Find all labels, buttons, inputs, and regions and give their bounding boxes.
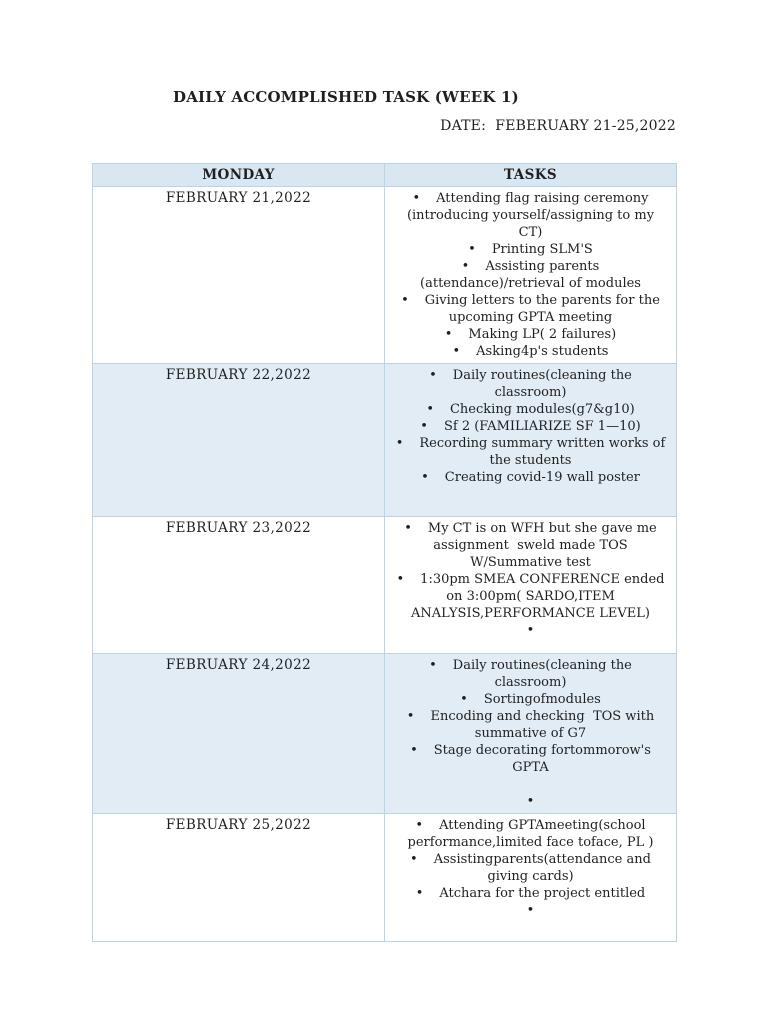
bullet-icon: • bbox=[421, 470, 429, 485]
day-cell: FEBRUARY 23,2022 bbox=[92, 516, 385, 654]
bullet-icon: • bbox=[526, 623, 535, 638]
bullet-icon: • bbox=[412, 191, 421, 206]
task-text: Giving letters to the parents for the up… bbox=[424, 293, 665, 325]
task-text: Attending flag raising ceremony (introdu… bbox=[406, 191, 659, 240]
bullet-icon: • bbox=[426, 402, 434, 417]
task-item: • Daily routines(cleaning the classroom) bbox=[395, 367, 666, 401]
task-item: •Assisting parents (attendance)/retrieva… bbox=[395, 258, 666, 292]
task-text: Attending GPTAmeeting(school performance… bbox=[407, 818, 654, 850]
task-item: • Encoding and checking TOS with summativ… bbox=[395, 708, 666, 742]
task-item: • Stage decorating fortommorow's GPTA bbox=[395, 742, 666, 776]
task-text: Encoding and checking TOS with summative… bbox=[430, 709, 659, 741]
task-text: Checking modules(g7&g10) bbox=[449, 402, 635, 417]
table-row: FEBRUARY 25,2022•Attending GPTAmeeting(s… bbox=[92, 813, 677, 942]
task-text: Printing SLM'S bbox=[491, 242, 593, 257]
tasks-cell: •Attending GPTAmeeting(school performanc… bbox=[384, 813, 677, 942]
bullet-icon: • bbox=[410, 743, 418, 758]
column-header-monday: MONDAY bbox=[92, 163, 385, 187]
bullet-icon: • bbox=[429, 368, 437, 383]
bullet-icon: • bbox=[401, 293, 409, 308]
task-item: •Attending flag raising ceremony (introd… bbox=[395, 190, 666, 241]
task-item: • Daily routines(cleaning the classroom) bbox=[395, 657, 666, 691]
task-item: •Recording summary written works of the … bbox=[395, 435, 666, 469]
task-text: Recording summary written works of the s… bbox=[419, 436, 670, 468]
task-item: • Printing SLM'S bbox=[395, 241, 666, 258]
task-text: My CT is on WFH but she gave me assignme… bbox=[427, 521, 661, 570]
task-item: • My CT is on WFH but she gave me assignm… bbox=[395, 520, 666, 571]
header-row: MONDAY TASKS bbox=[92, 163, 677, 187]
column-header-tasks: TASKS bbox=[384, 163, 677, 187]
bullet-icon: • bbox=[526, 903, 535, 918]
day-cell: FEBRUARY 22,2022 bbox=[92, 363, 385, 517]
task-text: Sf 2 (FAMILIARIZE SF 1—10) bbox=[443, 419, 641, 434]
task-item: • Making LP( 2 failures) bbox=[395, 326, 666, 343]
task-text: Sortingofmodules bbox=[483, 692, 601, 707]
task-text: 1:30pm SMEA CONFERENCE ended on 3:00pm( … bbox=[411, 572, 669, 621]
task-text: Making LP( 2 failures) bbox=[468, 327, 617, 342]
task-item bbox=[395, 776, 666, 793]
task-item: • Creating covid-19 wall poster bbox=[395, 469, 666, 486]
task-item: • bbox=[395, 902, 666, 919]
task-item: • bbox=[395, 622, 666, 639]
page-title: DAILY ACCOMPLISHED TASK (WEEK 1) bbox=[173, 88, 519, 106]
bullet-icon: • bbox=[404, 521, 412, 536]
task-text: Assistingparents(attendance and giving c… bbox=[433, 852, 656, 884]
task-item: • Sortingofmodules bbox=[395, 691, 666, 708]
table-row: FEBRUARY 21,2022•Attending flag raising … bbox=[92, 186, 677, 364]
bullet-icon: • bbox=[415, 886, 424, 901]
tasks-cell: • My CT is on WFH but she gave me assignm… bbox=[384, 516, 677, 654]
task-text: Creating covid-19 wall poster bbox=[444, 470, 640, 485]
tasks-table: MONDAY TASKS FEBRUARY 21,2022•Attending … bbox=[92, 163, 677, 942]
bullet-icon: • bbox=[468, 242, 476, 257]
bullet-icon: • bbox=[526, 794, 535, 809]
day-cell: FEBRUARY 21,2022 bbox=[92, 186, 385, 364]
bullet-icon: • bbox=[444, 327, 453, 342]
bullet-icon: • bbox=[415, 818, 424, 833]
task-text: Daily routines(cleaning the classroom) bbox=[452, 658, 637, 690]
table-row: FEBRUARY 24,2022 • Daily routines(cleaning… bbox=[92, 653, 677, 814]
tasks-cell: •Attending flag raising ceremony (introd… bbox=[384, 186, 677, 364]
tasks-cell: •Daily routines(cleaning the classroom)•… bbox=[384, 653, 677, 814]
bullet-icon: • bbox=[410, 852, 418, 867]
task-text: Stage decorating fortommorow's GPTA bbox=[433, 743, 656, 775]
task-text: Atchara for the project entitled bbox=[439, 886, 646, 901]
task-text: Asking4p's students bbox=[476, 344, 609, 359]
bullet-icon: • bbox=[460, 692, 468, 707]
bullet-icon: • bbox=[396, 572, 405, 587]
bullet-icon: • bbox=[395, 436, 404, 451]
day-cell: FEBRUARY 24,2022 bbox=[92, 653, 385, 814]
task-item: • 1:30pm SMEA CONFERENCE ended on 3:00pm(… bbox=[395, 571, 666, 622]
task-text: Daily routines(cleaning the classroom) bbox=[452, 368, 637, 400]
task-item: • bbox=[395, 793, 666, 810]
task-item: • Atchara for the project entitled bbox=[395, 885, 666, 902]
task-item: •Attending GPTAmeeting(school performanc… bbox=[395, 817, 666, 851]
day-cell: FEBRUARY 25,2022 bbox=[92, 813, 385, 942]
task-item: • Assistingparents(attendance and giving … bbox=[395, 851, 666, 885]
bullet-icon: • bbox=[452, 344, 461, 359]
bullet-icon: • bbox=[420, 419, 428, 434]
date-line: DATE: FEBERUARY 21-25,2022 bbox=[440, 118, 676, 134]
task-text: Assisting parents (attendance)/retrieval… bbox=[420, 259, 641, 291]
table-row: FEBRUARY 22,2022 • Daily routines(cleaning… bbox=[92, 363, 677, 517]
bullet-icon: • bbox=[429, 658, 437, 673]
task-item: • Asking4p's students bbox=[395, 343, 666, 360]
table-header: MONDAY TASKS bbox=[92, 163, 677, 187]
task-item: • Sf 2 (FAMILIARIZE SF 1—10) bbox=[395, 418, 666, 435]
tasks-cell: •Daily routines(cleaning the classroom)•… bbox=[384, 363, 677, 517]
task-item: • Checking modules(g7&g10) bbox=[395, 401, 666, 418]
task-item: • Giving letters to the parents for the u… bbox=[395, 292, 666, 326]
table-body: FEBRUARY 21,2022•Attending flag raising … bbox=[92, 186, 677, 942]
bullet-icon: • bbox=[406, 709, 415, 724]
table-row: FEBRUARY 23,2022 • My CT is on WFH but she… bbox=[92, 516, 677, 654]
bullet-icon: • bbox=[461, 259, 470, 274]
